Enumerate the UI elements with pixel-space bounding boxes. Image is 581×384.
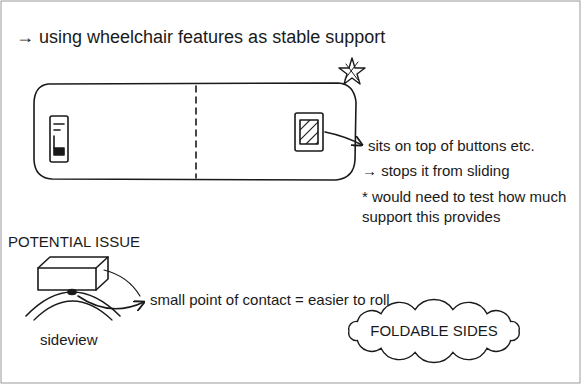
thought-cloud: FOLDABLE SIDES	[345, 305, 523, 357]
leader-arrow	[325, 132, 362, 145]
annotation-note: → stops it from sliding	[362, 161, 572, 181]
section-heading: POTENTIAL ISSUE	[8, 232, 140, 252]
cloud-outline	[349, 299, 520, 362]
star-mark	[339, 58, 365, 84]
control-mark	[54, 123, 64, 125]
block-front	[38, 268, 96, 290]
curved-surface	[26, 292, 120, 316]
annotation-note: small point of contact = easier to roll	[150, 290, 390, 310]
star-scribble	[345, 62, 358, 80]
sketch-heading: → using wheelchair features as stable su…	[16, 26, 385, 49]
cloud-text: FOLDABLE SIDES	[370, 322, 498, 340]
hatching	[300, 120, 318, 144]
annotation-note: sits on top of buttons etc.	[368, 136, 573, 156]
left-control	[50, 116, 68, 162]
curved-surface	[34, 301, 112, 320]
contact-point	[68, 290, 76, 295]
block-side	[96, 257, 108, 290]
tray-outline	[34, 83, 356, 180]
right-control	[295, 113, 323, 151]
control-mark	[54, 129, 60, 131]
view-label: sideview	[40, 330, 98, 350]
leader-arrow	[78, 296, 144, 309]
block-top	[38, 257, 108, 268]
fold-line	[195, 86, 197, 178]
control-mark	[53, 136, 55, 148]
control-button	[54, 148, 64, 155]
annotation-note: * would need to test how much support th…	[362, 187, 572, 226]
leader-curve	[104, 270, 140, 296]
